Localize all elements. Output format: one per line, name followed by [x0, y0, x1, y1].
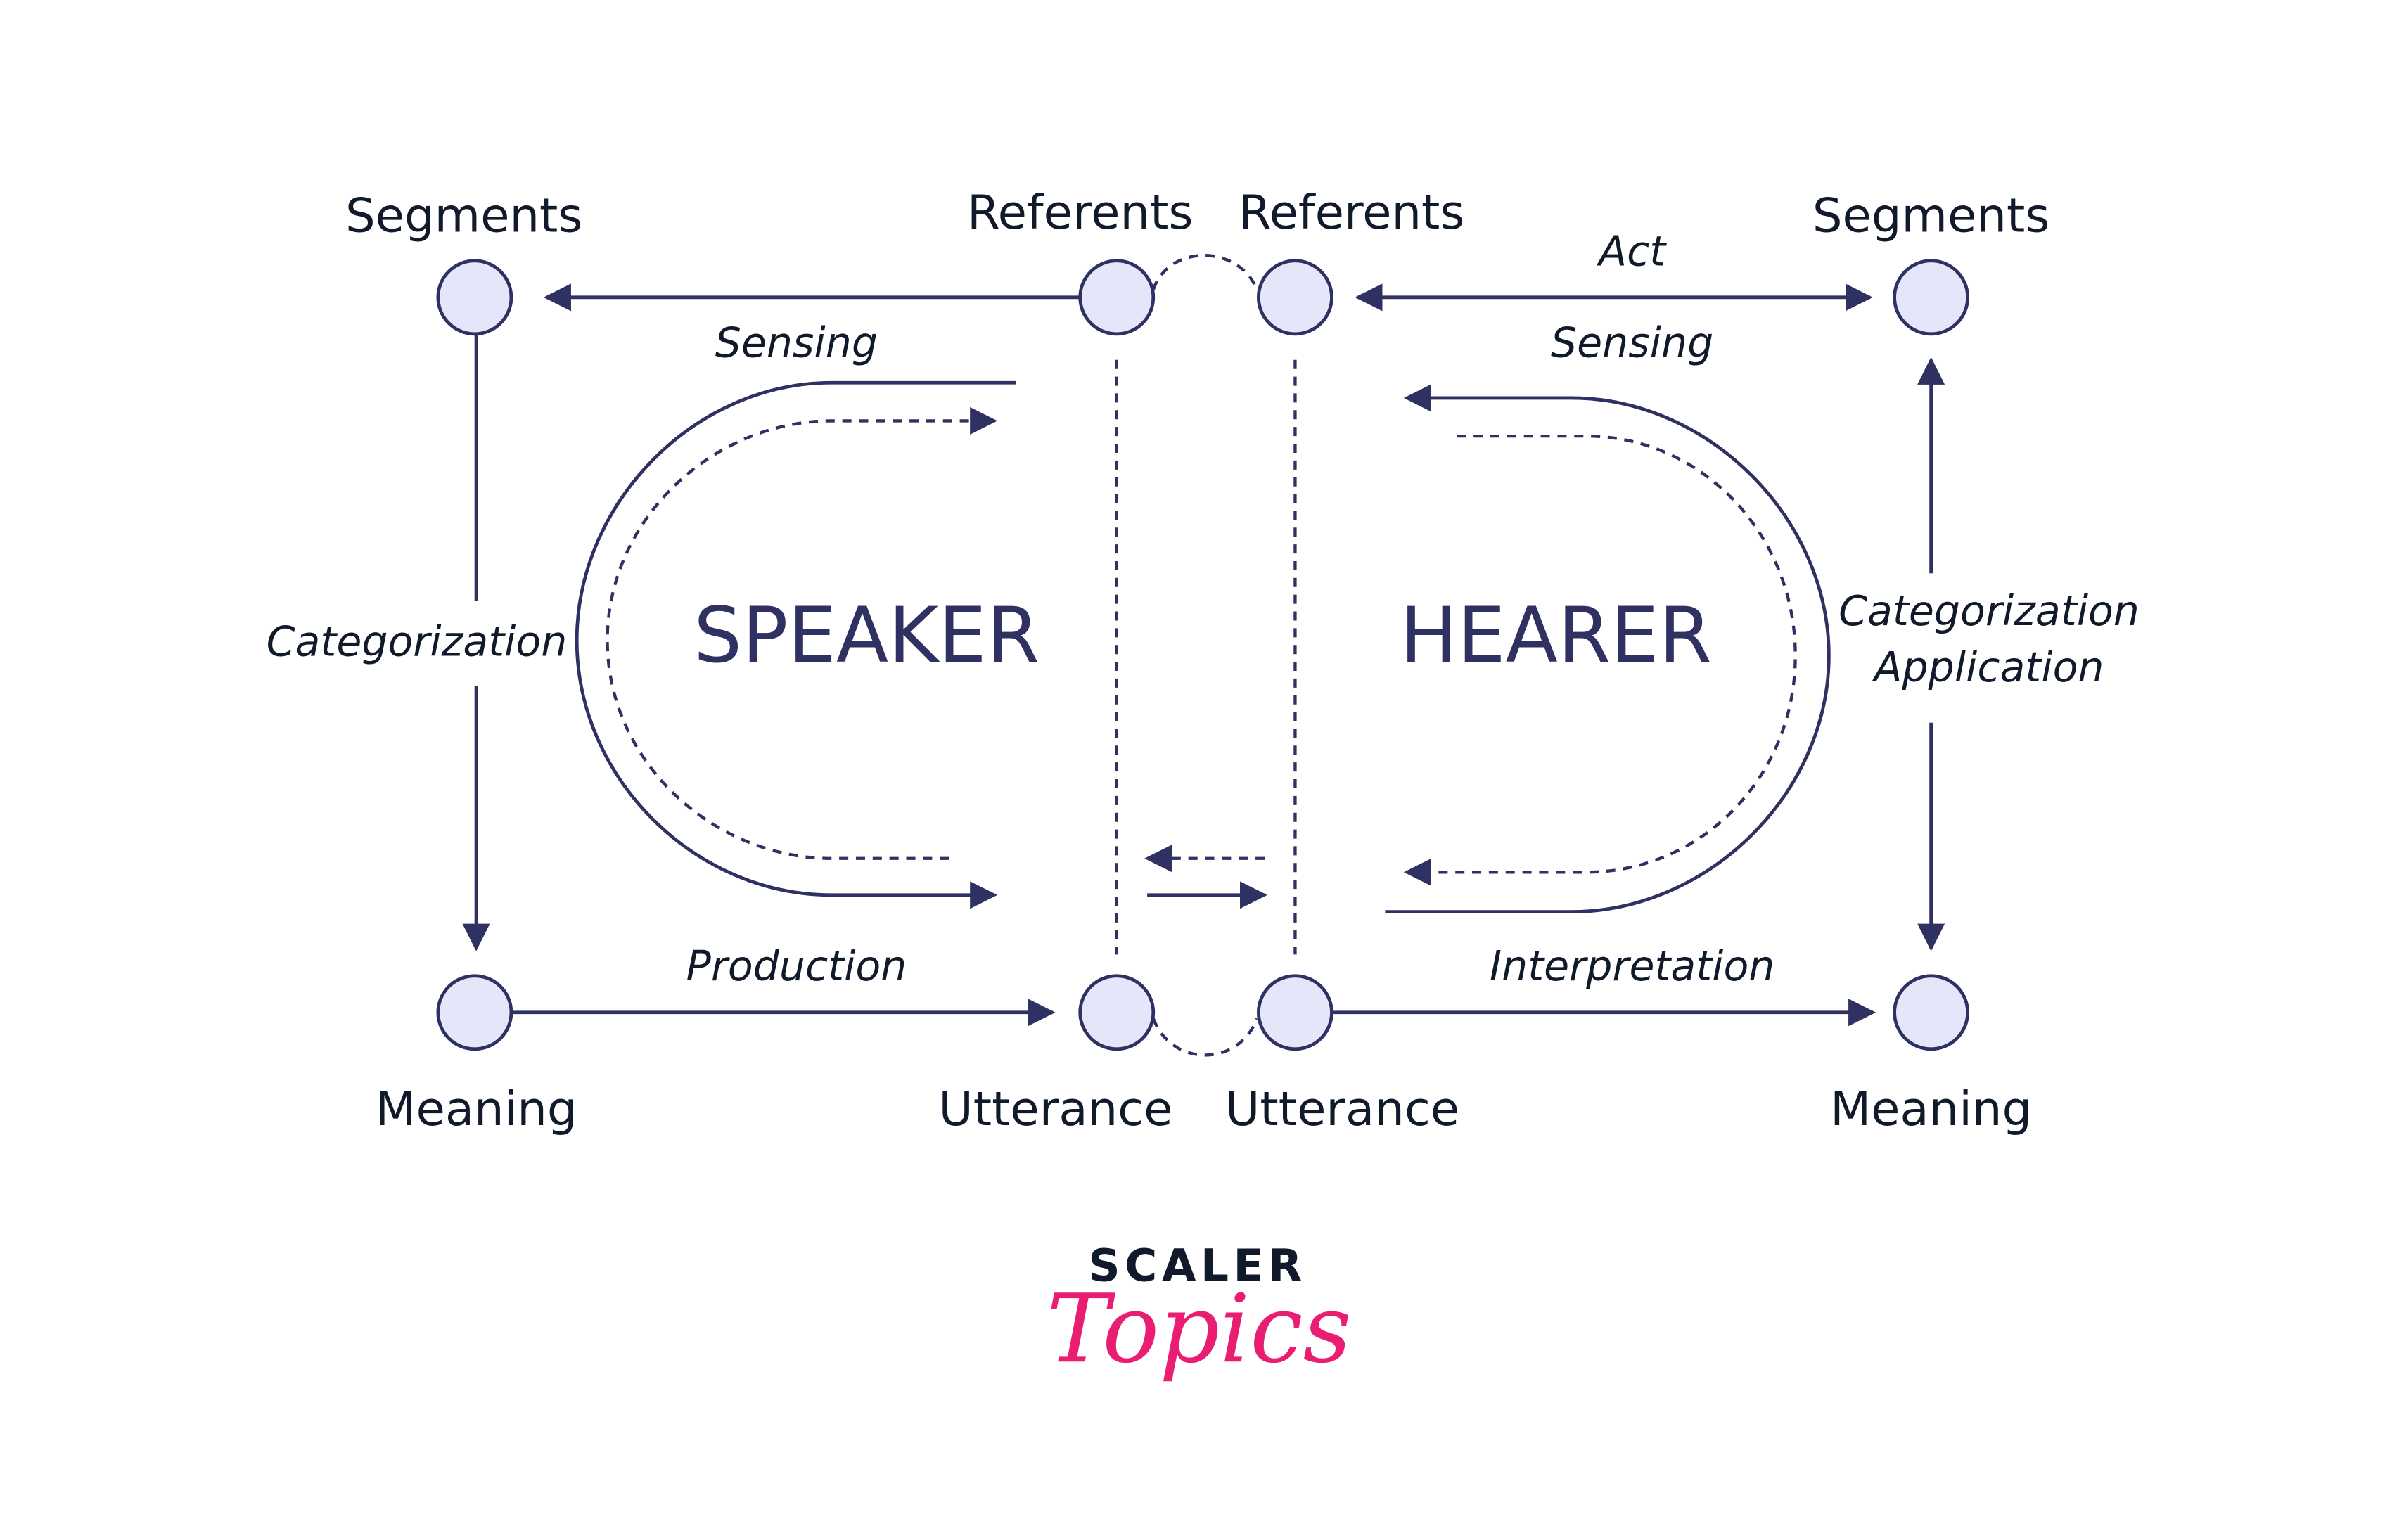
scaler-topics-logo: SCALER Topics [1047, 1240, 1351, 1384]
hearer-categorization-label: Categorization [1838, 587, 2140, 635]
hearer-loop-dashed [1403, 434, 1797, 886]
hearer-referents-node [1257, 259, 1333, 336]
hearer-referents-label: Referents [1239, 185, 1464, 240]
speaker-sensing-label: Sensing [715, 319, 878, 366]
speaker-utterance-label: Utterance [939, 1082, 1173, 1136]
hearer-sensing-label: Sensing [1551, 319, 1713, 366]
hearer-utterance-label: Utterance [1225, 1082, 1459, 1136]
speaker-segments-label: Segments [345, 188, 582, 243]
hearer-segments-node [1893, 259, 1970, 336]
speaker-categorization-label: Categorization [267, 617, 568, 665]
hearer-application-label: Application [1872, 643, 2104, 691]
speaker-production-label: Production [686, 942, 907, 990]
hearer-segments-label: Segments [1812, 188, 2049, 243]
hearer-act-label: Act [1596, 227, 1667, 275]
speaker-meaning-label: Meaning [376, 1082, 577, 1136]
speaker-referents-label: Referents [967, 185, 1193, 240]
hearer-interpretation-label: Interpretation [1490, 942, 1775, 990]
referents-link-arc [1151, 254, 1259, 290]
utterance-link-arc [1151, 1018, 1259, 1057]
hearer-utterance-node [1257, 974, 1333, 1051]
speaker-utterance-node [1078, 974, 1156, 1051]
hearer-loop-solid [1385, 384, 1831, 914]
speaker-loop-dashed [606, 406, 998, 860]
hearer-title: HEARER [1400, 591, 1712, 680]
speaker-referents-node [1078, 259, 1156, 336]
logo-topics-text: Topics [1047, 1273, 1351, 1384]
hearer-meaning-node [1893, 974, 1970, 1051]
speaker-meaning-node [436, 974, 513, 1051]
hearer-meaning-label: Meaning [1830, 1082, 2032, 1136]
logo-scaler-text: SCALER [1088, 1240, 1307, 1291]
speaker-title: SPEAKER [693, 591, 1040, 680]
speaker-loop-solid [575, 380, 1016, 909]
speaker-segments-node [436, 259, 513, 336]
